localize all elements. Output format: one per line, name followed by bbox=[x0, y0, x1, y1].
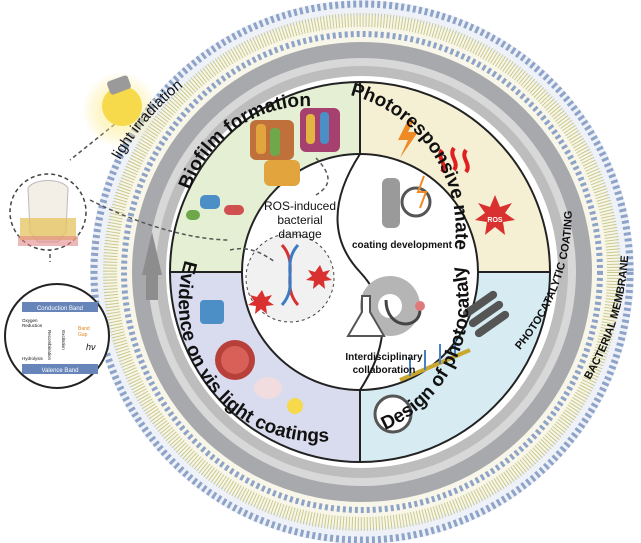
photoresponsive-icons: ROS bbox=[398, 120, 515, 235]
hv-label: hν bbox=[86, 342, 96, 352]
magnifier-icon bbox=[400, 186, 432, 218]
nanorods-icon bbox=[462, 290, 510, 338]
interdisciplinary-icons bbox=[346, 276, 425, 337]
ros-burst-icon bbox=[475, 195, 515, 235]
ros-label-line1: ROS-induced bbox=[264, 199, 336, 213]
flask-icon bbox=[346, 295, 386, 337]
interdisciplinary-label-2: collaboration bbox=[353, 365, 416, 376]
ros-badge-text: ROS bbox=[487, 217, 503, 224]
evidence-illustration bbox=[200, 300, 303, 414]
biofilm-illustration bbox=[186, 108, 340, 220]
band-diagram: Conduction Band Valence Band Oxygen Redu… bbox=[4, 283, 110, 389]
cycle-arrow bbox=[142, 232, 162, 300]
oxygen-label-1: Oxygen bbox=[22, 318, 38, 323]
interdisciplinary-label-1: Interdisciplinary bbox=[345, 352, 423, 363]
coated-surface-icon bbox=[373, 394, 413, 434]
conduction-band-label: Conduction Band bbox=[37, 306, 83, 312]
light-bulb-icon bbox=[82, 72, 158, 148]
band-gap-label-2: Gap bbox=[78, 332, 88, 338]
lightning-icon bbox=[398, 120, 418, 158]
dna-damage-illustration bbox=[248, 243, 332, 314]
design-illustration bbox=[373, 290, 510, 434]
ros-label-line3: damage bbox=[278, 227, 322, 241]
search-icon bbox=[200, 300, 224, 324]
ros-label-line2: bacterial bbox=[277, 213, 322, 227]
implant-icon bbox=[382, 178, 400, 228]
hydrolysis-label: Hydrolysis bbox=[22, 356, 44, 361]
excitation-label: Excitation bbox=[61, 330, 66, 350]
recombination-label: Recombination bbox=[47, 330, 52, 361]
stethoscope-icon bbox=[384, 299, 422, 326]
oxygen-label-2: Reduction bbox=[22, 323, 43, 328]
valence-band-label: Valence Band bbox=[42, 368, 79, 374]
heat-waves-icon bbox=[438, 146, 470, 174]
bulb-small-icon bbox=[287, 398, 303, 414]
coating-development-icons bbox=[382, 175, 432, 228]
band-gap-label-1: Band bbox=[78, 326, 90, 332]
coating-development-label: coating development bbox=[352, 240, 453, 251]
tooth-icon bbox=[9, 173, 87, 251]
mouse-icon bbox=[254, 377, 282, 399]
